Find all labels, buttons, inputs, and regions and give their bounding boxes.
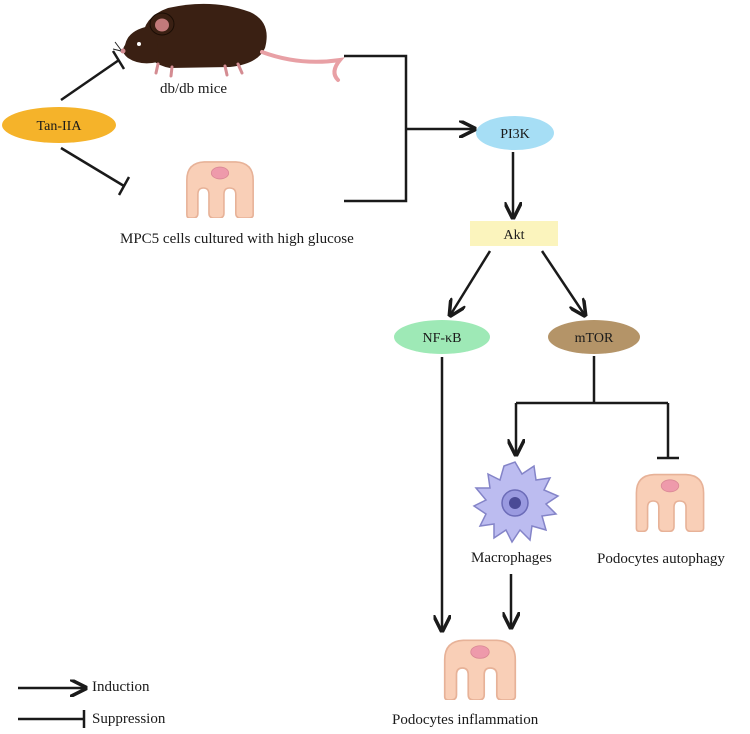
legend-induction-label: Induction: [92, 679, 150, 695]
suppression-to-mice: [60, 50, 126, 102]
tan-iia-node: Tan-IIA: [2, 107, 116, 143]
merge-bracket: [344, 54, 473, 203]
nfkb-label: NF-κB: [423, 331, 462, 346]
arrow-akt-mtor: [540, 250, 584, 314]
autophagy-podocyte-icon: [635, 473, 705, 532]
podocyte-cell-icon: [186, 161, 254, 218]
mouse-icon: [112, 3, 345, 82]
arrow-akt-nfkb: [451, 250, 492, 314]
tan-iia-label: Tan-IIA: [37, 119, 83, 134]
mice-label: db/db mice: [160, 81, 228, 97]
macrophage-icon: [472, 461, 560, 544]
legend-suppression-label: Suppression: [92, 711, 166, 727]
akt-label: Akt: [504, 228, 525, 243]
inflammation-podocyte-icon: [443, 639, 517, 700]
mtor-node: mTOR: [548, 320, 640, 354]
pi3k-label: PI3K: [500, 127, 530, 142]
nfkb-node: NF-κB: [394, 320, 490, 354]
pi3k-node: PI3K: [476, 116, 554, 150]
mtor-label: mTOR: [575, 331, 614, 346]
mtor-branches: [516, 356, 679, 460]
suppression-to-mpc5: [60, 146, 131, 196]
autophagy-label: Podocytes autophagy: [597, 551, 725, 567]
macrophages-label: Macrophages: [471, 550, 552, 566]
inflammation-label: Podocytes inflammation: [392, 712, 539, 728]
legend: [18, 688, 84, 728]
mpc5-label: MPC5 cells cultured with high glucose: [120, 231, 354, 247]
akt-node: Akt: [470, 221, 558, 246]
